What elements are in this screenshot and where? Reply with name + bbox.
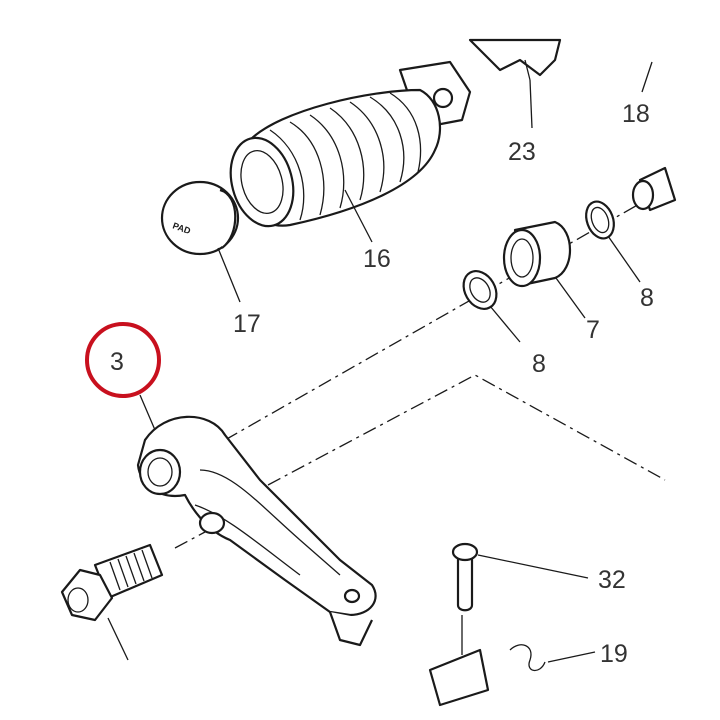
part-16-footpeg — [229, 60, 472, 243]
callout-labels: 3 7 8 8 16 17 18 19 23 32 — [110, 100, 654, 668]
callout-8-lower: 8 — [532, 350, 546, 378]
callout-3: 3 — [110, 348, 124, 376]
highlight-circle — [85, 322, 161, 398]
callout-18: 18 — [622, 100, 650, 128]
callout-19: 19 — [600, 640, 628, 668]
part-8-washer-upper — [585, 200, 641, 283]
callout-23: 23 — [508, 138, 536, 166]
part-32-pin — [451, 542, 589, 655]
callout-3-leader — [139, 394, 156, 431]
part-23 — [468, 38, 562, 129]
callout-7: 7 — [586, 316, 600, 344]
axis-lines — [174, 194, 666, 549]
part-7-bearing — [502, 220, 586, 319]
callout-32: 32 — [598, 566, 626, 594]
part-3-bracket — [136, 415, 377, 647]
part-bolt — [60, 543, 164, 661]
callout-8-upper: 8 — [640, 284, 654, 312]
callout-16: 16 — [363, 245, 391, 273]
callout-17: 17 — [233, 310, 261, 338]
part-18 — [641, 61, 653, 93]
part-8-washer-lower — [462, 270, 521, 343]
part-19-spring — [428, 644, 596, 707]
part-pin-edge — [631, 166, 677, 212]
part-17-cap: PAD — [160, 180, 241, 303]
